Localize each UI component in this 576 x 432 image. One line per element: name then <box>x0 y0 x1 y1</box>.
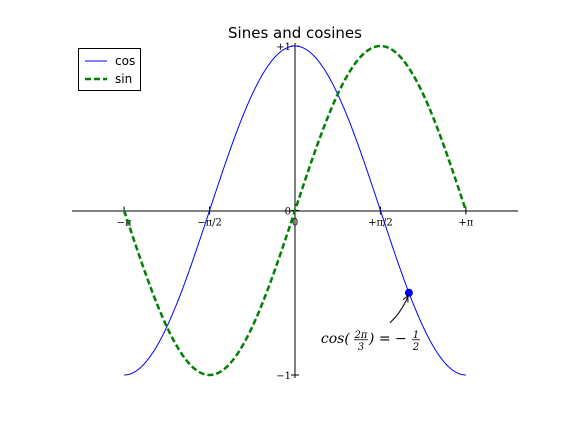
series-sin-line <box>122 44 468 377</box>
annotation-arrowhead <box>402 294 409 303</box>
x-tick-label: 0 <box>292 218 298 229</box>
y-tick-label: 0 <box>285 207 291 218</box>
annotation-text: 3 <box>358 342 364 353</box>
x-tick-label: −π/2 <box>197 218 222 229</box>
annotation-text: 1 <box>413 330 419 341</box>
x-tick-label: +π/2 <box>368 218 393 229</box>
y-tick-label: −1 <box>276 371 291 382</box>
annotation-text: 2 <box>412 342 419 353</box>
annotation: cos(2π3 ) = − 12 <box>321 288 420 353</box>
annotation-point-marker <box>404 288 413 297</box>
legend-cos-label: cos <box>115 54 135 68</box>
y-tick-label: +1 <box>276 42 291 53</box>
annotation-text: cos( <box>321 331 350 347</box>
legend-frame <box>78 48 141 91</box>
x-tick-label: −π <box>117 218 132 229</box>
legend: cos sin <box>78 48 141 91</box>
legend-sin-label: sin <box>115 72 132 86</box>
annotation-text: ) = − <box>368 331 407 347</box>
chart-title: Sines and cosines <box>228 24 362 42</box>
annotation-arrow <box>389 296 409 324</box>
x-tick-label: +π <box>458 218 473 229</box>
annotation-text: 2π <box>353 330 367 341</box>
